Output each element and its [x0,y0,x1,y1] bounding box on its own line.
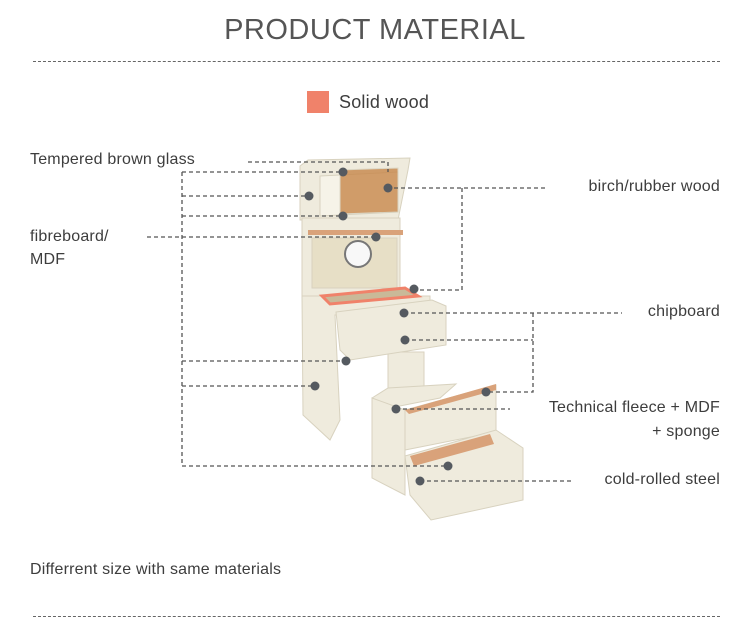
label-cold-rolled-steel: cold-rolled steel [604,471,720,488]
legend-swatch-solid-wood [307,91,329,113]
footnote: Differrent size with same materials [30,561,282,578]
leader-lines [147,161,622,482]
label-technical-fleece: Technical fleece + MDF [548,399,720,416]
bottom-divider [33,616,720,617]
label-sponge: + sponge [652,423,720,440]
legend-label: Solid wood [339,91,430,112]
label-fibreboard: fibreboard/ [30,228,109,245]
page-title: PRODUCT MATERIAL [224,14,526,46]
stool [371,383,524,521]
vanity-cabinet [299,157,447,441]
label-chipboard: chipboard [647,303,720,320]
label-mdf: MDF [30,251,66,268]
top-divider [33,61,720,62]
legend: Solid wood [307,91,429,113]
material-markers [304,167,491,486]
label-tempered-glass: Tempered brown glass [30,151,195,168]
label-birch-rubber-wood: birch/rubber wood [588,178,720,195]
